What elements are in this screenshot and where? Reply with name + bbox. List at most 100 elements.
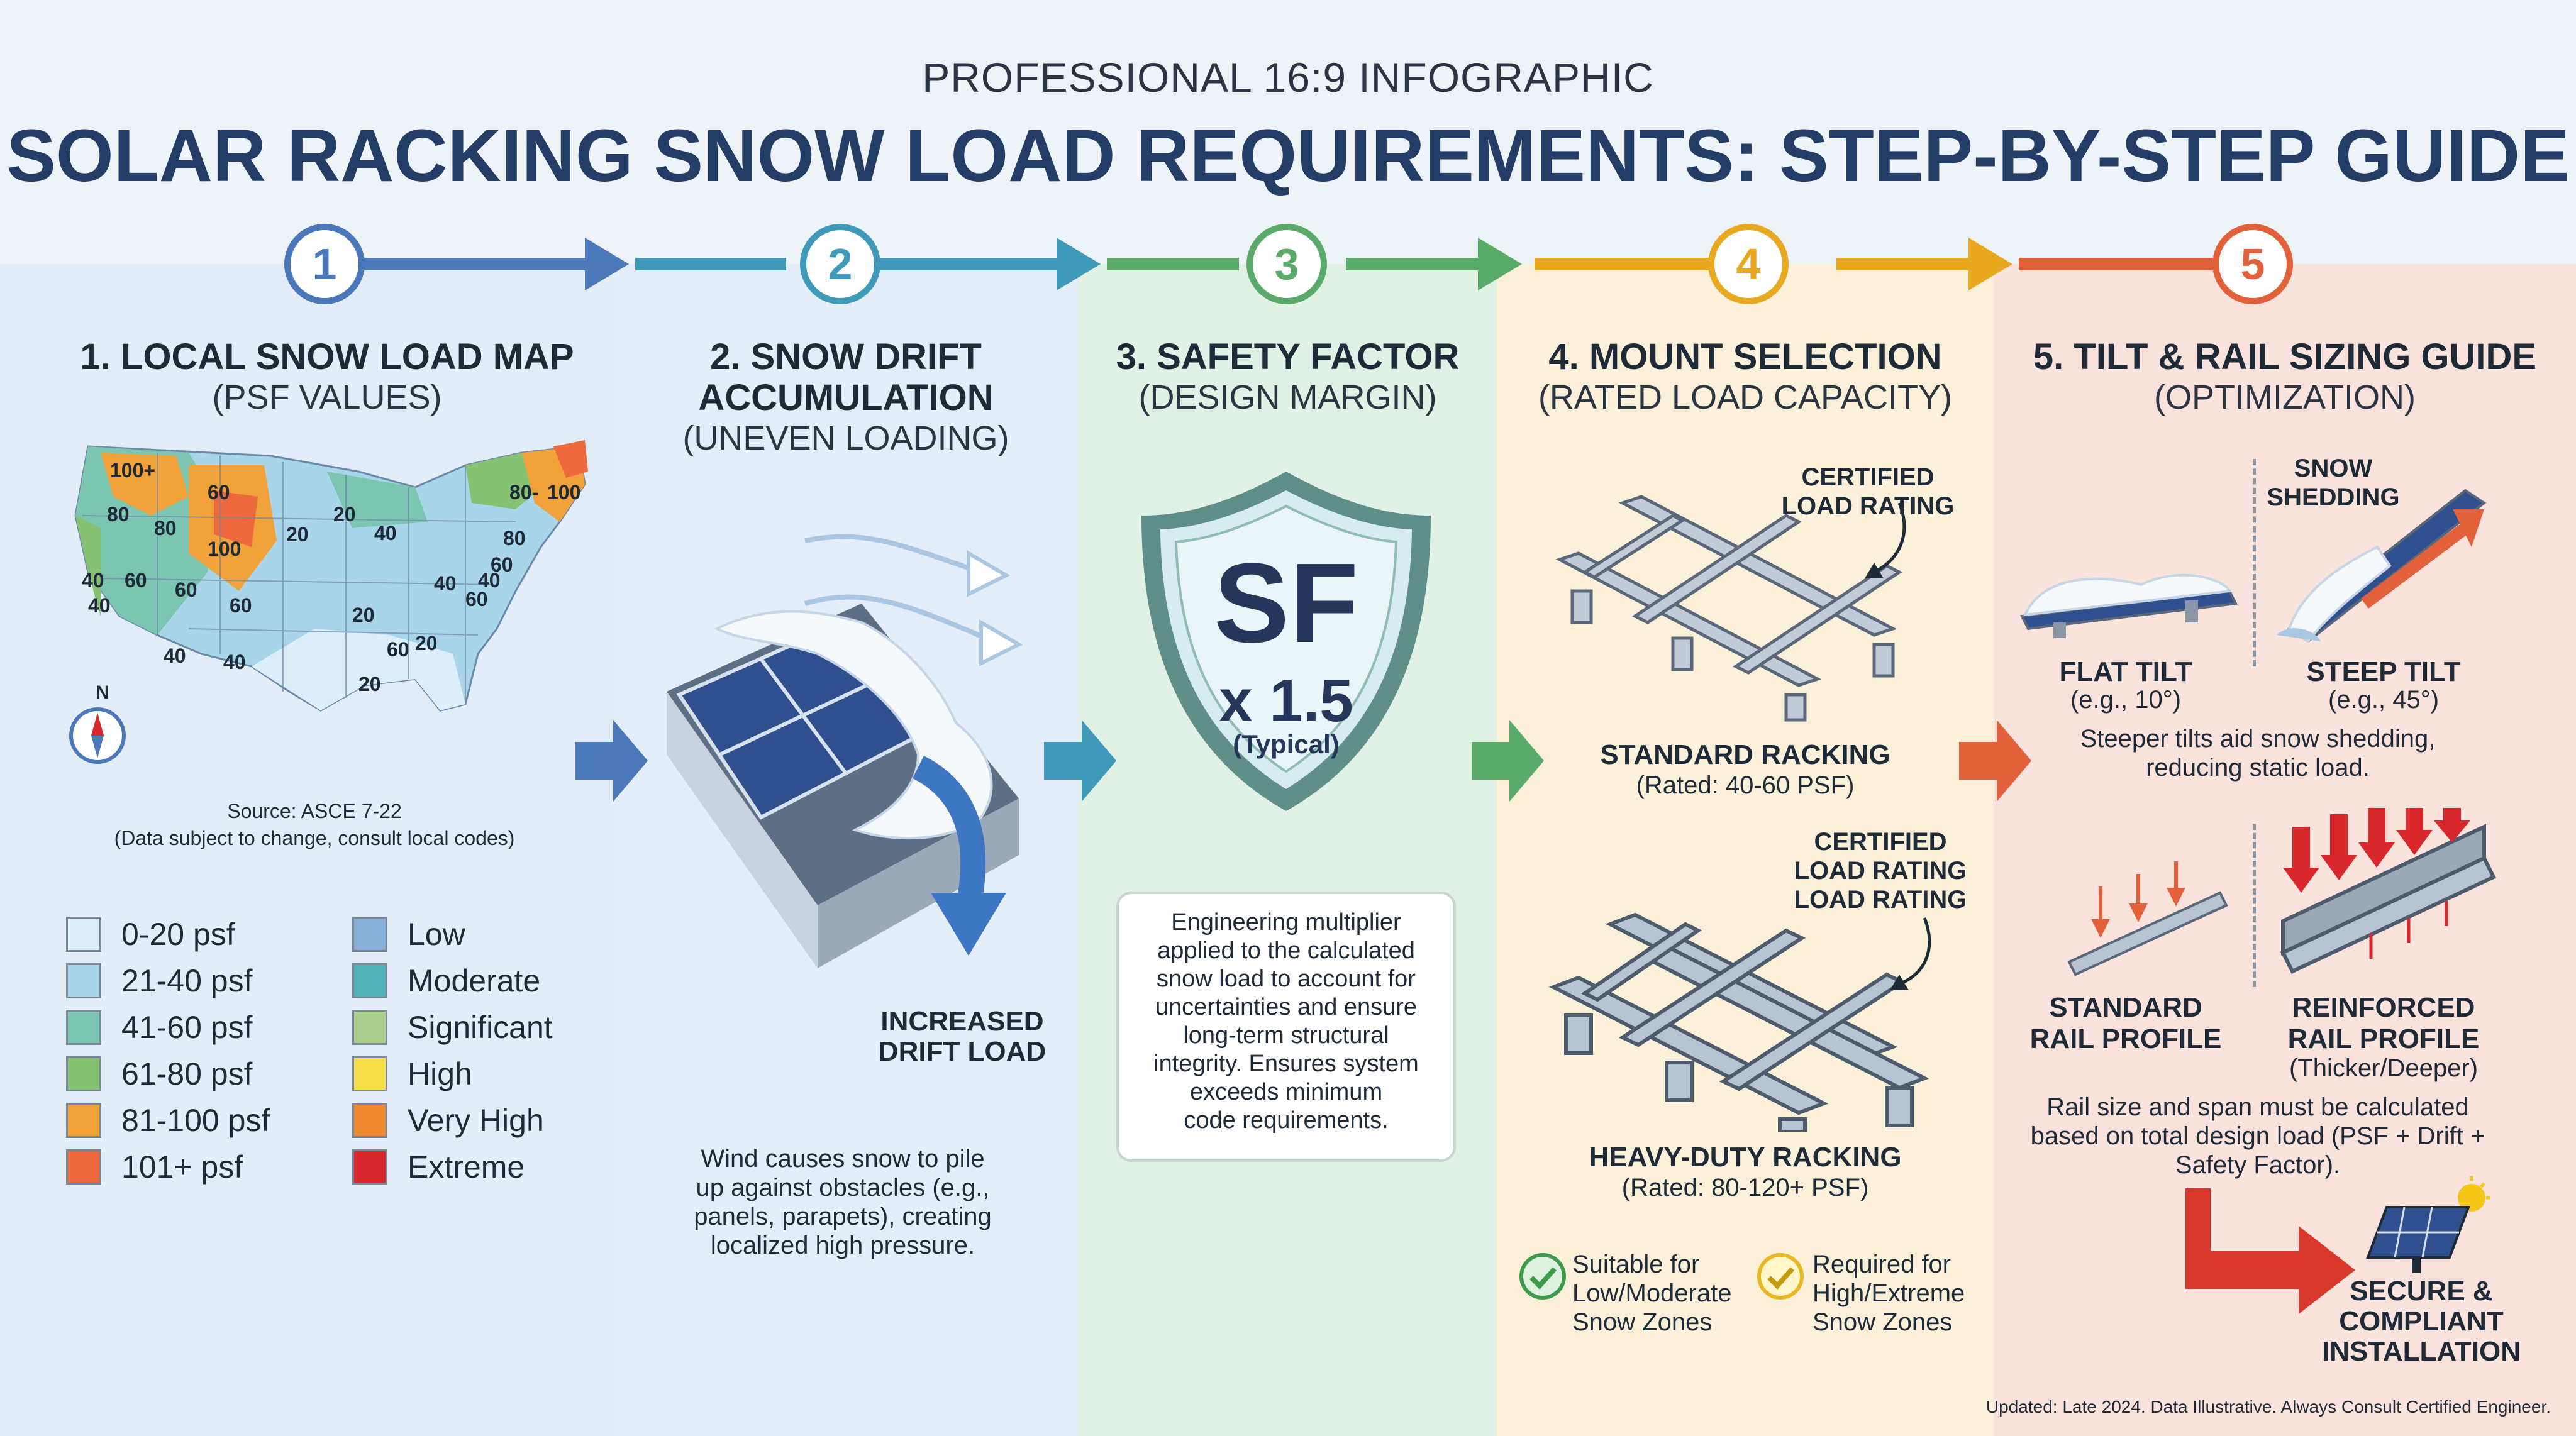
legend-swatch	[66, 1010, 101, 1045]
check2-text: Required for High/Extreme Snow Zones	[1813, 1250, 1989, 1337]
shield-multiplier: x 1.5	[1219, 667, 1353, 734]
rail-note-line: Safety Factor).	[2175, 1151, 2341, 1179]
col4-subtitle: (RATED LOAD CAPACITY)	[1538, 378, 1953, 416]
col3-body-line: integrity. Ensures system	[1153, 1051, 1419, 1077]
col3-body-line: exceeds minimum	[1189, 1079, 1383, 1105]
legend-item: High	[352, 1055, 472, 1093]
rail-divider	[2253, 824, 2256, 987]
reinforced-rail-illustration	[2280, 808, 2497, 974]
step-3-circle: 3	[1246, 224, 1327, 304]
legend-label: 81-100 psf	[121, 1103, 270, 1138]
legend-item: 81-100 psf	[66, 1102, 270, 1139]
legend-item: 61-80 psf	[66, 1055, 252, 1093]
safety-factor-callout	[1116, 892, 1456, 1162]
std-rail-line: RAIL PROFILE	[2029, 1024, 2222, 1054]
flow-arrow-icon	[1472, 720, 1544, 802]
legend-swatch	[66, 1149, 101, 1185]
standard-rail-illustration	[2067, 861, 2228, 976]
col2-title-line2: ACCUMULATION	[698, 377, 994, 418]
tilt-note-line: reducing static load.	[2146, 754, 2370, 782]
legend-swatch	[66, 1056, 101, 1091]
legend-label: 41-60 psf	[121, 1010, 253, 1045]
us-snow-load-map	[74, 440, 588, 712]
col2-body-line: Wind causes snow to pile	[701, 1145, 985, 1173]
map-disclaimer: (Data subject to change, consult local c…	[114, 827, 515, 849]
col2-body-line: localized high pressure.	[710, 1232, 975, 1259]
cert-label-line: LOAD RATING	[1781, 492, 1955, 520]
std-rail-line: STANDARD	[2049, 992, 2202, 1023]
step-4-circle: 4	[1708, 224, 1789, 304]
cert-label-line: CERTIFIED	[1814, 828, 1947, 856]
solar-panel-icon	[2366, 1176, 2490, 1273]
col4-title: 4. MOUNT SELECTION	[1548, 336, 1942, 377]
legend-label: Significant	[408, 1010, 553, 1045]
steep-tilt-illustration	[2277, 489, 2487, 643]
legend-item: 101+ psf	[66, 1148, 243, 1186]
col3-body-line: long-term structural	[1183, 1022, 1389, 1049]
compass-north: N	[96, 682, 109, 703]
legend-label: Low	[408, 917, 465, 952]
reinforced-rail-note: (Thicker/Deeper)	[2289, 1054, 2479, 1082]
check1-line: Low/Moderate	[1572, 1279, 1732, 1307]
final-label: SECURE & COMPLIANT INSTALLATION	[2302, 1276, 2541, 1367]
shield-icon	[1141, 472, 1431, 811]
col5-subtitle: (OPTIMIZATION)	[2154, 378, 2416, 416]
col3-body-line: Engineering multiplier	[1171, 909, 1401, 936]
rail-note-line: Rail size and span must be calculated	[2046, 1093, 2469, 1121]
col3-body-line: applied to the calculated	[1157, 937, 1415, 964]
legend-item: Moderate	[352, 962, 540, 1000]
step-5-circle: 5	[2212, 224, 2293, 304]
snow-shedding-label: SNOW SHEDDING	[2239, 454, 2428, 512]
legend-item: Low	[352, 915, 465, 953]
step-1-circle: 1	[284, 224, 365, 304]
drift-label-line2: DRIFT LOAD	[878, 1036, 1046, 1067]
col2-subtitle: (UNEVEN LOADING)	[682, 419, 1009, 457]
legend-swatch	[66, 1103, 101, 1138]
col2-body-line: up against obstacles (e.g.,	[696, 1174, 990, 1201]
flat-tilt-illustration	[2019, 573, 2238, 638]
heavy-racking-rating: (Rated: 80-120+ PSF)	[1621, 1174, 1869, 1201]
flow-arrow-icon	[1959, 720, 2031, 802]
legend-swatch	[66, 917, 101, 952]
col3-title: 3. SAFETY FACTOR	[1116, 336, 1460, 377]
legend-item: 21-40 psf	[66, 962, 252, 1000]
final-line: INSTALLATION	[2321, 1336, 2521, 1367]
flat-tilt-example: (e.g., 10°)	[2070, 686, 2182, 714]
cert-label-2: CERTIFIED LOAD RATING LOAD RATING	[1748, 827, 2012, 914]
steep-tilt-example: (e.g., 45°)	[2328, 686, 2440, 714]
shedding-line: SHEDDING	[2267, 483, 2400, 511]
tilt-divider	[2253, 459, 2256, 666]
shedding-line: SNOW	[2294, 455, 2373, 482]
tilt-note: Steeper tilts aid snow shedding, reducin…	[2012, 724, 2503, 782]
flat-tilt-label: FLAT TILT	[2059, 656, 2192, 687]
shield-sf: SF	[1213, 540, 1358, 666]
legend-label: High	[408, 1056, 472, 1091]
final-line: SECURE &	[2350, 1276, 2493, 1306]
legend-swatch	[352, 1149, 387, 1185]
standard-racking-rating: (Rated: 40-60 PSF)	[1636, 771, 1855, 799]
legend-swatch	[352, 963, 387, 998]
legend-label: Very High	[408, 1103, 544, 1138]
col2-title-line1: 2. SNOW DRIFT	[710, 336, 982, 377]
legend-label: 101+ psf	[121, 1149, 243, 1185]
standard-racking-illustration	[1555, 495, 1906, 722]
page-title: SOLAR RACKING SNOW LOAD REQUIREMENTS: ST…	[6, 114, 2570, 197]
heavy-duty-racking-illustration	[1548, 912, 1931, 1132]
step-2-circle: 2	[800, 224, 880, 304]
col1-subtitle: (PSF VALUES)	[212, 378, 442, 416]
reinf-rail-line: REINFORCED	[2292, 992, 2475, 1023]
legend-item: Significant	[352, 1008, 553, 1046]
legend-swatch	[352, 917, 387, 952]
check-green-icon	[1519, 1253, 1566, 1300]
standard-rail-label: STANDARD RAIL PROFILE	[2025, 992, 2226, 1055]
cert-label-1: CERTIFIED LOAD RATING	[1736, 463, 2000, 521]
check1-line: Snow Zones	[1572, 1308, 1713, 1336]
header-kicker: PROFESSIONAL 16:9 INFOGRAPHIC	[922, 54, 1654, 101]
check1-text: Suitable for Low/Moderate Snow Zones	[1572, 1250, 1774, 1337]
legend-swatch	[66, 963, 101, 998]
legend-label: 61-80 psf	[121, 1056, 253, 1091]
col5-title: 5. TILT & RAIL SIZING GUIDE	[2033, 336, 2537, 377]
column-safety-factor	[1079, 264, 1497, 1436]
col3-body-line: snow load to account for	[1157, 966, 1416, 992]
legend-swatch	[352, 1010, 387, 1045]
